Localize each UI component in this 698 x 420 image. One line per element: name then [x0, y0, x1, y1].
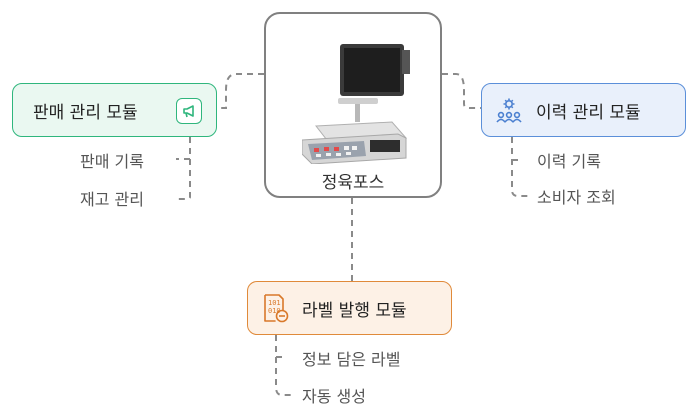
history-child-item[interactable]: 소비자 조회 — [537, 188, 616, 207]
center-node[interactable]: 정육포스 — [264, 12, 442, 198]
label-module-title: 라벨 발행 모듈 — [302, 300, 407, 321]
sales-module-node[interactable]: 판매 관리 모듈 — [12, 83, 217, 137]
label-child-item[interactable]: 정보 담은 라벨 — [302, 350, 401, 369]
people-gear-icon — [494, 95, 524, 125]
connector-center-sales — [218, 73, 264, 109]
connector-sales-children — [174, 137, 191, 200]
history-child-item[interactable]: 이력 기록 — [537, 152, 601, 171]
svg-text:101: 101 — [268, 299, 281, 307]
sales-child-item[interactable]: 판매 기록 — [80, 152, 144, 171]
sales-module-title: 판매 관리 모듈 — [33, 102, 138, 123]
connector-history-children — [511, 137, 528, 197]
megaphone-icon — [176, 98, 202, 124]
center-label: 정육포스 — [321, 173, 385, 193]
history-module-node[interactable]: 이력 관리 모듈 — [481, 83, 686, 137]
label-child-item[interactable]: 자동 생성 — [302, 387, 366, 406]
sales-child-item[interactable]: 재고 관리 — [80, 190, 144, 209]
history-module-title: 이력 관리 모듈 — [536, 102, 641, 123]
connector-center-history — [442, 73, 481, 109]
pos-scale-image — [302, 44, 410, 164]
label-module-node[interactable]: 101 010 라벨 발행 모듈 — [247, 281, 452, 335]
svg-text:010: 010 — [268, 307, 281, 315]
binary-document-icon: 101 010 — [260, 293, 290, 323]
connector-label-children — [275, 335, 292, 396]
